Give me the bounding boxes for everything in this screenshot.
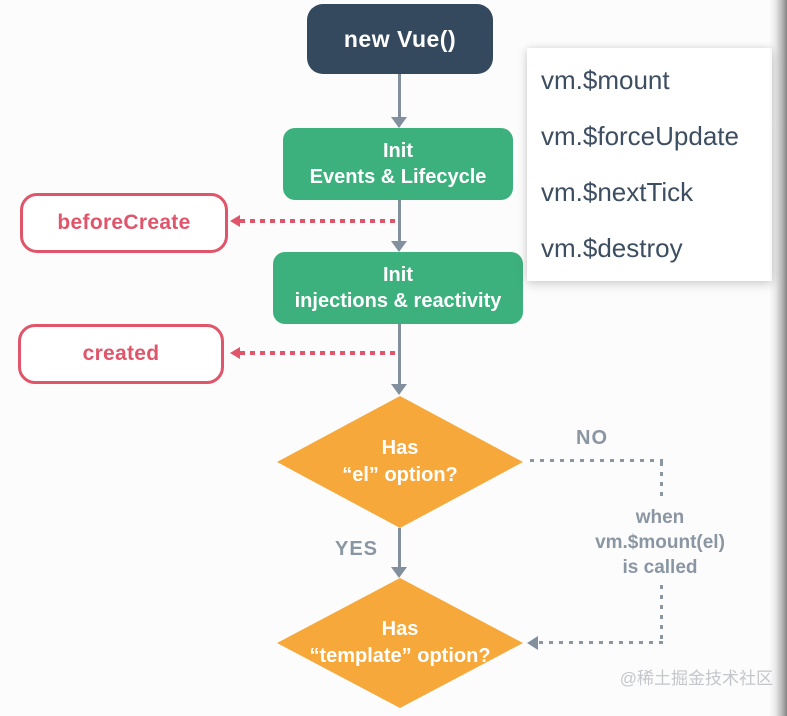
dashed-connector: [660, 462, 663, 499]
node-init-injections: Init injections & reactivity: [273, 252, 523, 324]
watermark: @稀土掘金技术社区: [619, 669, 773, 688]
api-item-destroy: vm.$destroy: [541, 233, 683, 264]
no-branch-label: NO: [576, 427, 608, 449]
arrow-down-icon: [391, 117, 407, 128]
node-init-events-line2: Events & Lifecycle: [309, 166, 487, 188]
node-new-vue-label: new Vue(): [343, 26, 457, 52]
vm-api-panel: vm.$mount vm.$forceUpdate vm.$nextTick v…: [527, 48, 772, 281]
mount-note-line1: when: [635, 507, 685, 528]
connector-line: [398, 528, 401, 568]
api-item-force-update: vm.$forceUpdate: [541, 120, 739, 151]
node-created-label: created: [82, 342, 160, 365]
dashed-connector: [660, 585, 663, 641]
arrow-down-icon: [391, 567, 407, 578]
decision-has-el-option: Has “el” option?: [277, 396, 523, 528]
node-init-events-line1: Init: [383, 140, 413, 162]
arrow-left-icon: [230, 215, 240, 227]
api-item-mount: vm.$mount: [541, 64, 670, 95]
decision-has-template-option: Has “template” option?: [277, 578, 523, 708]
decision-has-template-line1: Has: [381, 618, 419, 640]
connector-line: [398, 74, 401, 118]
node-created: created: [18, 324, 224, 384]
dashed-connector: [240, 219, 398, 223]
api-item-next-tick: vm.$nextTick: [541, 177, 694, 208]
arrow-down-icon: [391, 241, 407, 252]
arrow-left-icon: [230, 347, 240, 359]
yes-branch-label: YES: [335, 538, 379, 560]
mount-note-line3: is called: [622, 557, 698, 578]
dashed-connector: [240, 351, 398, 355]
node-before-create-label: beforeCreate: [57, 211, 191, 234]
decision-has-el-line1: Has: [381, 437, 419, 459]
connector-line: [398, 200, 401, 242]
node-new-vue: new Vue(): [307, 4, 493, 74]
mount-note: when vm.$mount(el) is called: [575, 505, 745, 580]
arrow-left-icon: [527, 636, 538, 650]
node-init-injections-line1: Init: [383, 264, 413, 286]
node-before-create: beforeCreate: [20, 193, 228, 253]
screen-edge-shadow: [769, 0, 787, 716]
decision-has-template-line2: “template” option?: [309, 645, 491, 667]
dashed-connector: [539, 641, 663, 644]
mount-note-line2: vm.$mount(el): [595, 532, 725, 553]
arrow-down-icon: [391, 384, 407, 395]
node-init-injections-line2: injections & reactivity: [294, 290, 502, 312]
decision-has-el-line2: “el” option?: [342, 464, 458, 486]
dashed-connector: [530, 459, 663, 462]
connector-line: [398, 324, 401, 385]
node-init-events: Init Events & Lifecycle: [283, 128, 513, 200]
